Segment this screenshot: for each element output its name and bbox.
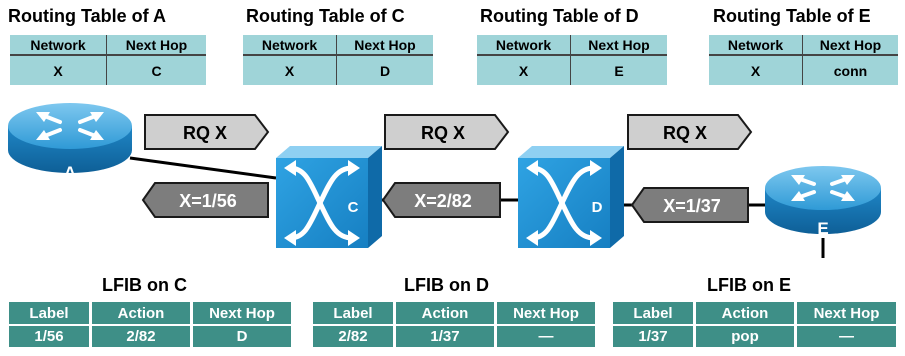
request-label: RQ X [183,123,227,143]
table-cell: pop [696,326,794,347]
column-header: Network [243,35,337,56]
request-label: RQ X [663,123,707,143]
label-binding: X=2/82 [414,191,472,211]
column-header: Label [313,302,393,324]
table-cell: 2/82 [313,326,393,347]
column-header: Action [396,302,494,324]
lfib-d-title: LFIB on D [404,275,489,295]
label-binding: X=1/56 [179,191,237,211]
column-header: Network [709,35,803,56]
routing-table-a-title: Routing Table of A [8,6,166,26]
column-header: Network [477,35,571,56]
table-cell: X [10,55,107,85]
table-cell: X [477,55,571,85]
column-header: Next Hop [497,302,595,324]
column-header: Action [92,302,190,324]
column-header: Action [696,302,794,324]
routing-table-d-title: Routing Table of D [480,6,639,26]
switch-d-label: D [592,199,603,216]
table-cell: 1/56 [9,326,89,347]
column-header: Network [10,35,107,56]
switch-c-label: C [348,199,359,216]
routing-table-c-title: Routing Table of C [246,6,405,26]
routing-table-e-title: Routing Table of E [713,6,871,26]
routing-table-a: Network Next Hop X C [10,35,206,85]
column-header: Next Hop [193,302,291,324]
label-binding: X=1/37 [663,196,721,216]
lfib-e-title: LFIB on E [707,275,791,295]
link-a-c [129,156,277,185]
request-arrow [144,114,270,150]
table-cell: — [797,326,896,347]
request-label: RQ X [421,123,465,143]
table-cell: X [709,55,803,85]
lfib-c-table: Label Action Next Hop 1/56 2/82 D [6,300,294,349]
table-cell: 1/37 [396,326,494,347]
request-arrow [384,114,510,150]
switch-d-icon [518,146,624,248]
table-cell: C [106,55,206,85]
table-cell: D [193,326,291,347]
column-header: Next Hop [570,35,667,56]
column-header: Next Hop [106,35,206,56]
table-cell: conn [802,55,898,85]
lfib-c-title: LFIB on C [102,275,187,295]
label-arrow [141,182,269,218]
router-e-label: E [817,219,828,238]
table-cell: E [570,55,667,85]
table-cell: 1/37 [613,326,693,347]
column-header: Label [9,302,89,324]
lfib-e-table: Label Action Next Hop 1/37 pop — [610,300,899,349]
routing-table-c: Network Next Hop X D [243,35,433,85]
column-header: Next Hop [797,302,896,324]
routing-table-e: Network Next Hop X conn [709,35,898,85]
column-header: Next Hop [336,35,433,56]
router-e-icon [765,166,881,234]
label-arrow [381,182,501,218]
table-cell: 2/82 [92,326,190,347]
router-a-icon [8,103,132,173]
column-header: Next Hop [802,35,898,56]
column-header: Label [613,302,693,324]
lfib-d-table: Label Action Next Hop 2/82 1/37 — [310,300,598,349]
label-arrow [630,187,749,223]
router-a-label: A [64,163,76,182]
table-cell: — [497,326,595,347]
switch-c-icon [276,146,382,248]
table-cell: D [336,55,433,85]
table-cell: X [243,55,337,85]
routing-table-d: Network Next Hop X E [477,35,667,85]
request-arrow [627,114,753,150]
